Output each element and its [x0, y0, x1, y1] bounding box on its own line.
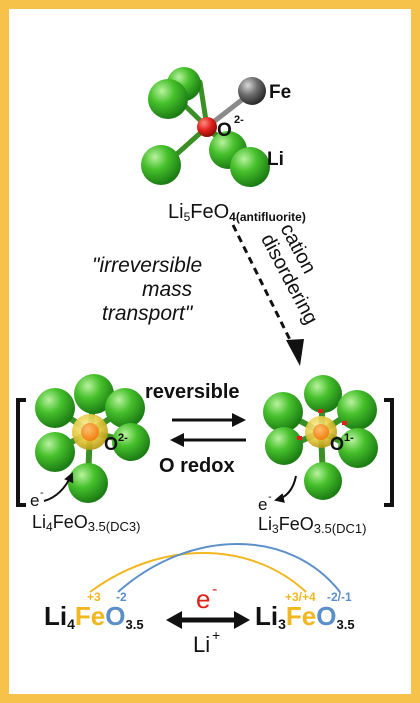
fe-connector	[89, 552, 307, 593]
lithium-ion: Li	[193, 632, 210, 657]
right-cluster: O 1-	[263, 375, 378, 500]
double-arrow-left	[166, 611, 182, 629]
o-atom	[197, 117, 217, 137]
svg-text:e: e	[30, 491, 39, 510]
red-marker	[342, 421, 347, 425]
left-o-label: O	[104, 434, 118, 454]
o-atom	[81, 423, 99, 441]
red-marker	[318, 409, 323, 413]
left-formula: Li4FeO3.5	[44, 601, 144, 632]
right-bracket	[384, 398, 394, 507]
bottom-equation: +3 -2 +3/+4 -2/-1 Li4FeO3.5 Li3FeO3.5 e …	[44, 543, 355, 657]
li-atom	[35, 432, 75, 472]
left-o-ox: -2	[116, 590, 127, 604]
li-atom	[68, 463, 108, 503]
formula-dc3: Li4FeO3.5(DC3)	[32, 512, 140, 534]
cation-disordering-arrow: cation disordering	[231, 220, 322, 366]
right-fe-ox: +3/+4	[285, 590, 316, 604]
left-o-charge: 2-	[118, 432, 128, 444]
left-fe-ox: +3	[87, 590, 101, 604]
irreversible-annotation: "irreversible mass transport"	[92, 254, 202, 325]
right-electron: e -	[258, 475, 297, 514]
double-arrow-right	[234, 611, 250, 629]
lithium-sup: +	[212, 627, 220, 643]
left-cluster: O 2-	[35, 374, 150, 503]
li-atom	[304, 375, 342, 413]
fe-atom	[238, 77, 266, 105]
right-o-charge: 1-	[344, 432, 354, 444]
li-atom	[141, 145, 181, 185]
reversible-label: reversible	[145, 381, 240, 403]
red-marker	[297, 436, 302, 440]
svg-text:-: -	[40, 487, 44, 499]
svg-text:e: e	[258, 495, 267, 514]
li-atom	[148, 79, 188, 119]
o-redox-label: O redox	[159, 455, 235, 477]
li-atom	[338, 428, 378, 468]
top-cluster: Fe O 2- Li Li5FeO4(antifluorite)	[141, 67, 306, 224]
annotation-line1: "irreversible	[92, 254, 202, 277]
annotation-line3: transport"	[102, 302, 194, 325]
annotation-line2: mass	[142, 278, 193, 301]
li-atom	[35, 388, 75, 428]
li-atom	[304, 462, 342, 500]
fe-label: Fe	[269, 82, 291, 103]
arrow-head	[286, 339, 304, 366]
li-atom	[74, 374, 114, 414]
right-o-label: O	[330, 434, 344, 454]
electron-symbol: e	[196, 584, 210, 614]
li-atom	[265, 427, 303, 465]
li-atom	[105, 388, 145, 428]
reversible-arrows: reversible O redox	[145, 381, 246, 477]
svg-text:-: -	[268, 491, 272, 503]
li-atom	[230, 147, 270, 187]
o-connector	[117, 543, 341, 593]
o-label: O	[217, 120, 232, 141]
o-charge: 2-	[234, 114, 244, 126]
compound-li5feo4: Li5FeO4(antifluorite)	[168, 201, 306, 224]
li-label: Li	[267, 149, 284, 170]
left-bracket	[16, 398, 26, 507]
li-atom	[112, 423, 150, 461]
formula-dc1: Li3FeO3.5(DC1)	[258, 514, 366, 536]
electron-sup: -	[212, 581, 217, 598]
li-atom	[263, 392, 303, 432]
right-formula: Li3FeO3.5	[255, 601, 355, 632]
o-atom	[313, 424, 329, 440]
left-electron: e -	[30, 472, 74, 510]
li-atom	[337, 390, 377, 430]
right-o-ox: -2/-1	[327, 590, 352, 604]
